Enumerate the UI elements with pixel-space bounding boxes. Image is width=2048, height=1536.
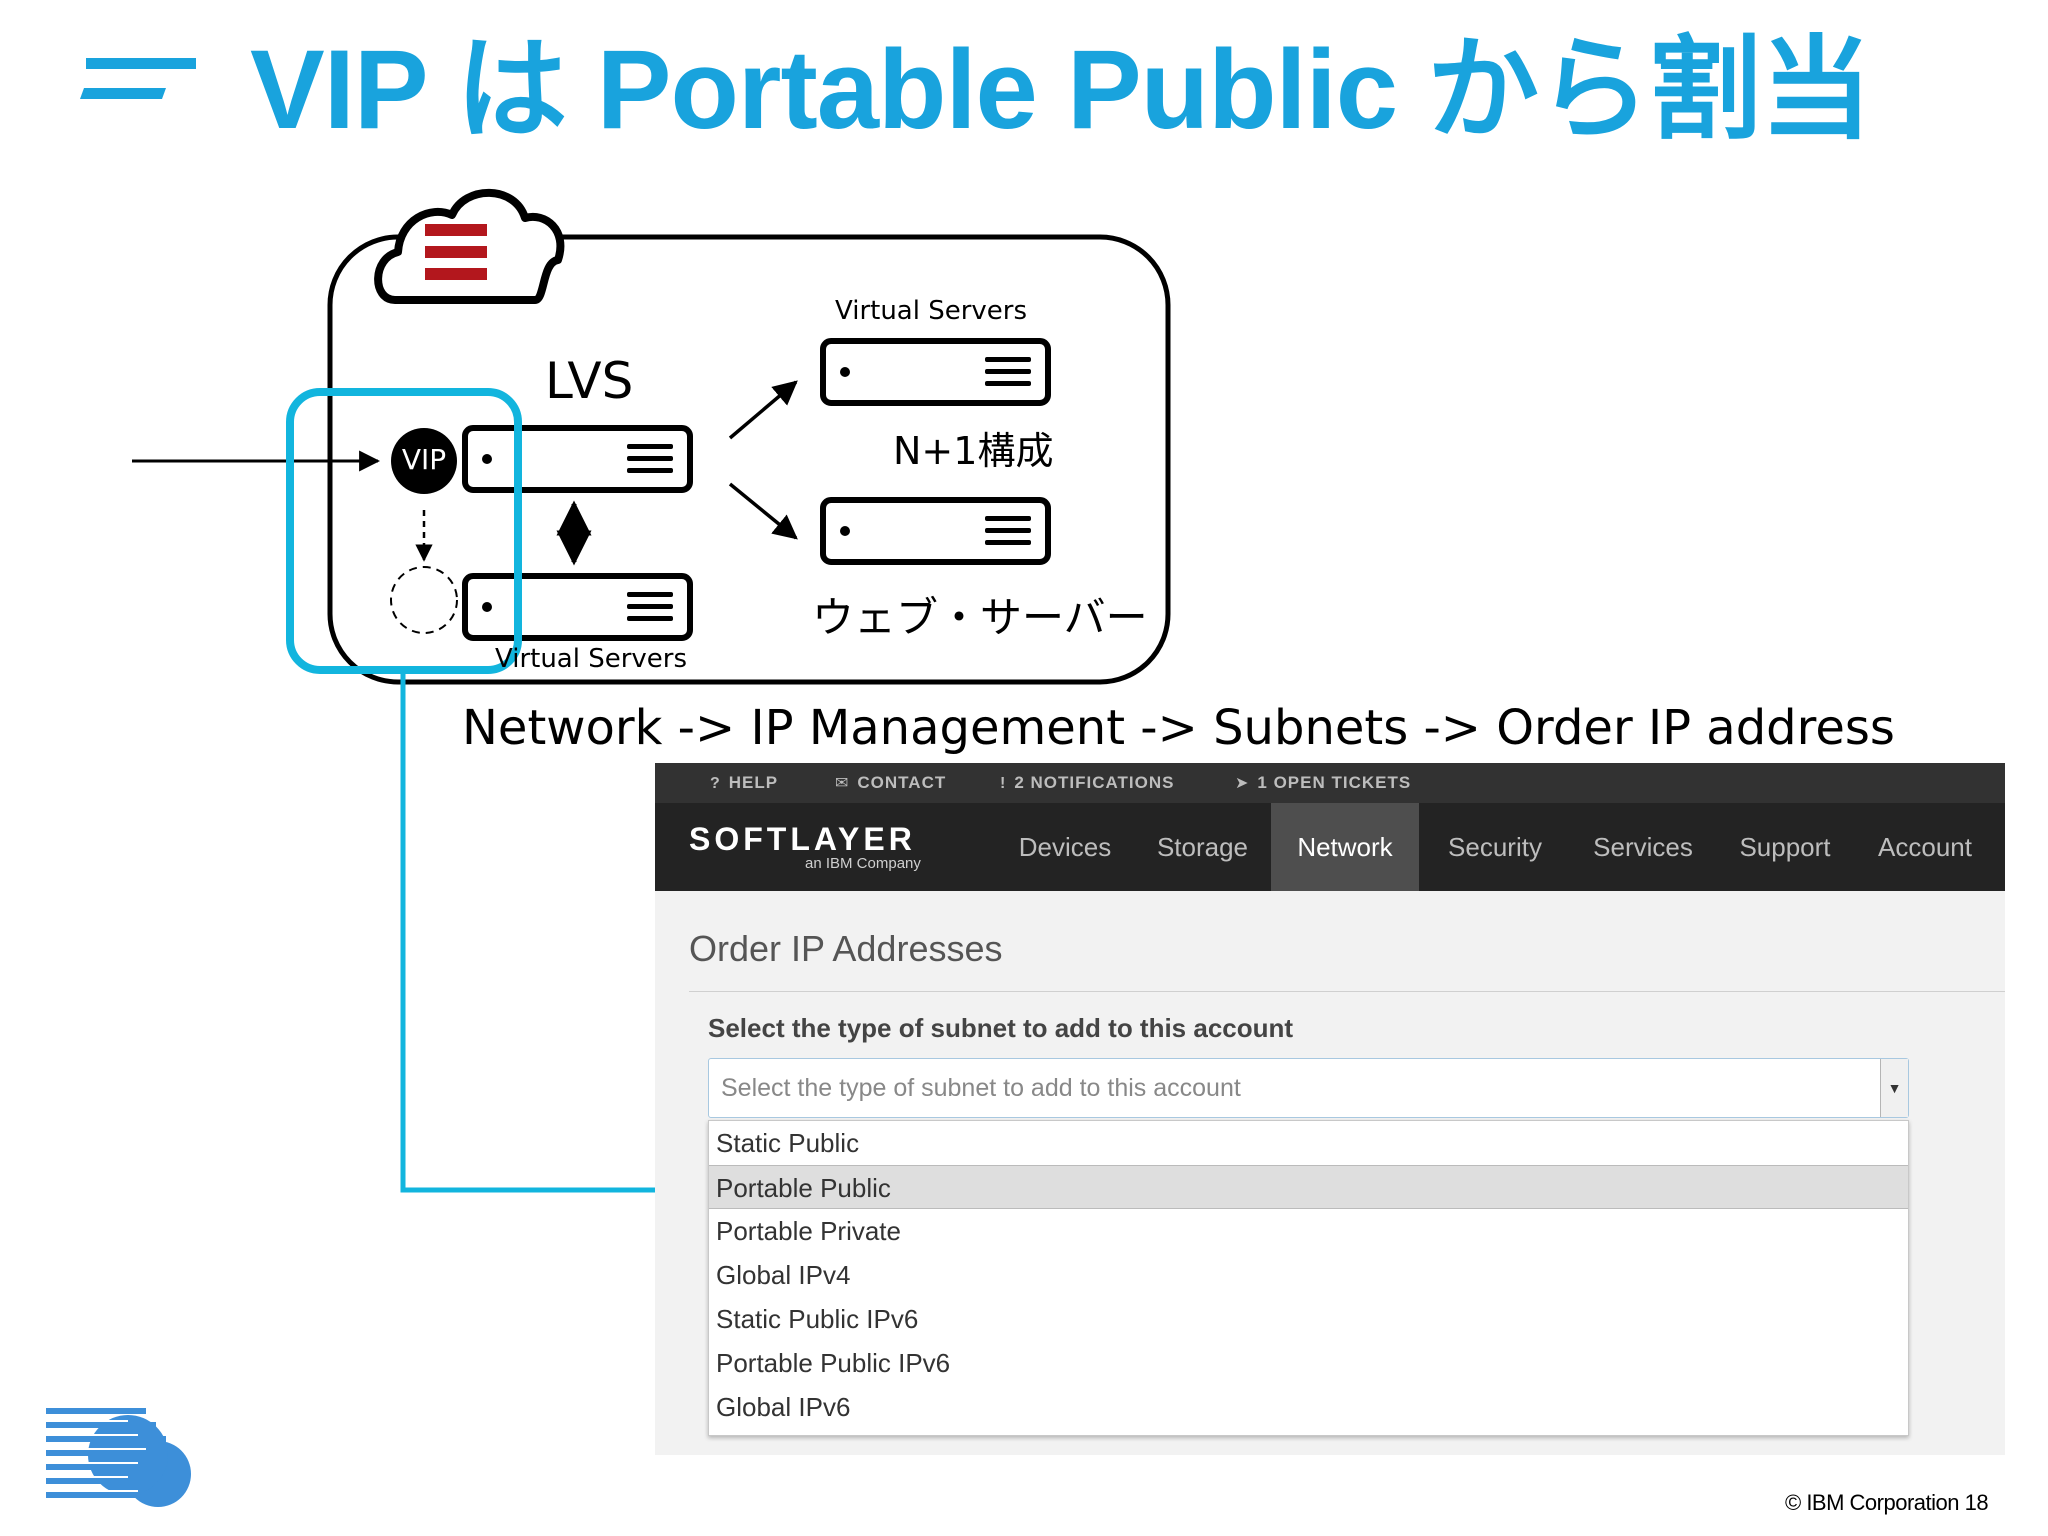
tab-network[interactable]: Network — [1271, 803, 1419, 891]
softlayer-logo-subtitle: an IBM Company — [805, 855, 921, 872]
subnet-type-options-list: Static Public Portable Public Portable P… — [708, 1120, 1909, 1436]
topbar-tickets-label: 1 OPEN TICKETS — [1257, 773, 1412, 792]
slide-title: VIP は Portable Public から割当 — [250, 27, 1872, 152]
tab-support[interactable]: Support — [1739, 832, 1831, 862]
tab-devices[interactable]: Devices — [1018, 832, 1112, 862]
copyright-footer: © IBM Corporation 18 — [1785, 1490, 1989, 1515]
web-server-1 — [820, 338, 1051, 406]
tab-storage[interactable]: Storage — [1156, 832, 1249, 862]
navigation-path-caption: Network -> IP Management -> Subnets -> O… — [462, 700, 1895, 756]
web-servers-label: ウェブ・サーバー — [812, 593, 1148, 642]
tab-services[interactable]: Services — [1593, 832, 1693, 862]
topbar-contact[interactable]: ✉ CONTACT — [835, 763, 946, 803]
tab-account[interactable]: Account — [1878, 832, 1972, 862]
tab-security[interactable]: Security — [1448, 832, 1542, 862]
subnet-type-label: Select the type of subnet to add to this… — [708, 1013, 1294, 1043]
chat-icon: ✉ — [835, 775, 850, 792]
order-ip-heading: Order IP Addresses — [689, 928, 1003, 969]
n-plus-one-label: N+1構成 — [893, 429, 1054, 473]
subnet-type-select-placeholder: Select the type of subnet to add to this… — [721, 1074, 1241, 1102]
title-accent-bar-top — [86, 58, 196, 69]
alert-icon: ! — [1000, 775, 1007, 792]
softlayer-cloud-icon — [374, 188, 565, 304]
option-portable-public[interactable]: Portable Public — [709, 1165, 1908, 1209]
option-global-ipv4[interactable]: Global IPv4 — [716, 1260, 851, 1290]
softlayer-portal-screenshot: ? HELP ✉ CONTACT ! 2 NOTIFICATIONS ➤ 1 OPEN … — [655, 763, 2005, 1455]
standby-vip-circle — [390, 566, 458, 634]
option-portable-private[interactable]: Portable Private — [716, 1216, 901, 1246]
question-icon: ? — [710, 775, 721, 792]
topbar-notifications-label: 2 NOTIFICATIONS — [1014, 773, 1175, 792]
heading-divider — [689, 991, 2005, 992]
lvs-server-primary — [462, 425, 693, 493]
ticket-icon: ➤ — [1235, 775, 1250, 792]
ibm-cloud-logo — [46, 1408, 191, 1507]
option-portable-public-ipv6[interactable]: Portable Public IPv6 — [716, 1348, 951, 1378]
topbar-help[interactable]: ? HELP — [710, 763, 778, 803]
chevron-down-icon[interactable]: ▼ — [1880, 1059, 1908, 1117]
portal-topbar: ? HELP ✉ CONTACT ! 2 NOTIFICATIONS ➤ 1 OPEN … — [655, 763, 2005, 803]
option-static-public-ipv6[interactable]: Static Public IPv6 — [716, 1304, 919, 1334]
virtual-servers-label-bottom: Virtual Servers — [495, 644, 688, 674]
vip-highlight-box — [286, 388, 522, 674]
option-global-ipv6[interactable]: Global IPv6 — [716, 1392, 851, 1422]
virtual-servers-label-top: Virtual Servers — [835, 296, 1028, 326]
option-static-public[interactable]: Static Public — [716, 1128, 860, 1158]
topbar-help-label: HELP — [728, 773, 779, 792]
topbar-notifications[interactable]: ! 2 NOTIFICATIONS — [1000, 763, 1174, 803]
distribute-arrow-down — [728, 482, 798, 540]
vip-label: VIP — [401, 443, 447, 476]
softlayer-logo[interactable]: SOFTLAYER — [689, 821, 916, 857]
subnet-type-select[interactable]: Select the type of subnet to add to this… — [708, 1058, 1909, 1118]
title-accent-bar-bottom — [79, 88, 167, 99]
lvs-server-standby — [462, 573, 693, 641]
topbar-tickets[interactable]: ➤ 1 OPEN TICKETS — [1235, 763, 1411, 803]
topbar-contact-label: CONTACT — [857, 773, 947, 792]
lvs-label: LVS — [545, 352, 634, 410]
distribute-arrow-up — [728, 380, 798, 440]
web-server-2 — [820, 497, 1051, 565]
